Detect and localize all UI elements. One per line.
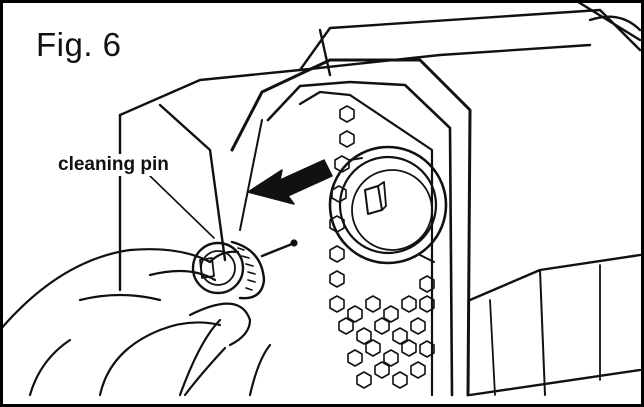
callout-leader-line: [149, 175, 215, 239]
honeycomb-vent: [329, 105, 435, 389]
machine-body: [118, 0, 642, 292]
figure-label: Fig. 6: [36, 26, 122, 63]
cleaning-pin-label: cleaning pin: [56, 154, 171, 176]
door-frame: [230, 58, 642, 397]
nozzle-socket: [328, 145, 448, 265]
hand-with-cleaning-pin: [0, 239, 298, 397]
arrow-left-icon: [247, 159, 333, 205]
